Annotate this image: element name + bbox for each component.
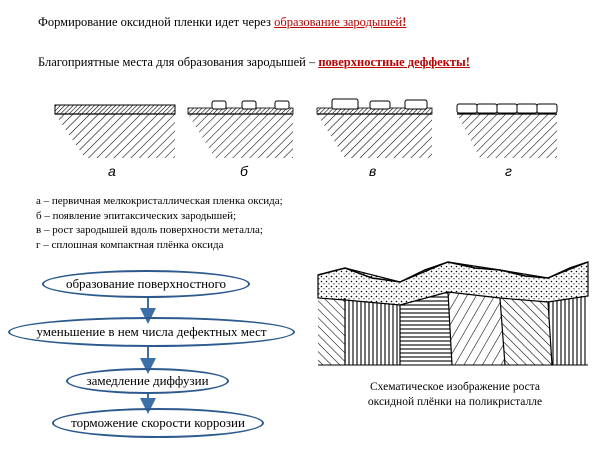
stage-label-b: б [240,163,248,179]
header-line-2-end: ! [465,55,470,69]
header-line-1: Формирование оксидной пленки идет через … [38,15,406,30]
legend-item-d: г – сплошная компактная плёнка оксида [36,238,224,251]
polycrystal-caption: Схематическое изображение роста оксидной… [325,380,585,410]
header-line-2: Благоприятные места для образования заро… [38,55,470,70]
flow-step-3: замедление диффузии [66,368,229,394]
header-line-1-end: ! [402,15,407,29]
legend-item-c: в – рост зародышей вдоль поверхности мет… [36,224,263,236]
stage-label-a: а [108,163,116,179]
flow-step-4: торможение скорости коррозии [52,408,264,438]
header-line-1-text: Формирование оксидной пленки идет через [38,15,275,29]
stage-label-d: г [505,163,512,179]
stage-a-graphic [54,104,176,158]
legend-item-b: б – появление эпитаксических зародышей; [36,209,237,222]
header-line-2-highlight: поверхностные деффекты [318,55,466,69]
flow-step-2: уменьшение в нем числа дефектных мест [8,317,295,347]
caption-line-2: оксидной плёнки на поликристалле [367,396,543,408]
stage-label-c: в [369,163,377,179]
stage-legend: а – первичная мелкокристаллическая пленк… [36,194,283,252]
header-line-2-text: Благоприятные места для образования заро… [38,55,319,69]
legend-item-a: а – первичная мелкокристаллическая пленк… [36,195,283,207]
caption-line-1: Схематическое изображение роста [369,381,540,393]
flow-step-1: образование поверхностного [42,270,250,298]
stage-c-graphic [316,98,433,158]
polycrystal-graphic [317,261,589,366]
stage-d-graphic [456,103,558,158]
stage-b-graphic [187,100,294,158]
header-line-1-highlight: образование зародышей [274,15,403,29]
